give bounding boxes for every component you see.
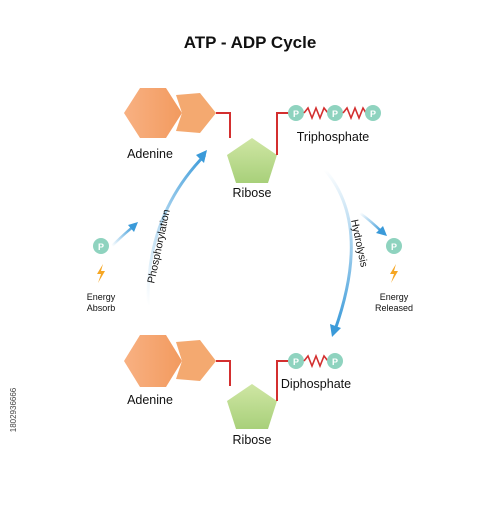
adp-bond-ribose-phosphate <box>276 360 289 401</box>
atp-phosphate-circle <box>288 105 304 121</box>
atp-phosphate-circle <box>327 105 343 121</box>
stock-image-id: 1802936666 <box>9 387 18 432</box>
phosphorylation-arrow <box>146 153 207 306</box>
atp-adenine-label: Adenine <box>127 147 173 161</box>
atp-adenine-hexagon <box>124 88 182 138</box>
adp-phosphate-label: P <box>293 357 299 367</box>
atp-phosphate-label: P <box>370 109 376 119</box>
atp-ribose-pentagon <box>227 138 277 183</box>
adp-adenine-hexagon <box>124 335 182 387</box>
adp-molecule: Adenine Ribose P P Diphosphate <box>124 335 351 447</box>
adp-phosphate-label: P <box>332 357 338 367</box>
atp-phosphate-label: P <box>332 109 338 119</box>
input-phosphate-label: P <box>98 242 104 252</box>
phosphate-output-arrow <box>359 212 383 233</box>
atp-phosphate-circle <box>365 105 381 121</box>
phosphate-input-arrow <box>111 225 135 247</box>
adp-ribose-label: Ribose <box>233 433 272 447</box>
lightning-icon <box>97 264 105 283</box>
phosphate-input-arrowhead <box>128 222 138 232</box>
input-phosphate-circle <box>93 238 109 254</box>
adp-diphosphate-label: Diphosphate <box>281 377 351 391</box>
atp-bond-ribose-phosphate <box>276 112 289 155</box>
atp-bond-adenine-ribose <box>216 112 231 138</box>
energy-absorb-line1: Energy <box>87 292 116 302</box>
phosphate-output-arrowhead <box>376 226 387 236</box>
adp-high-energy-bond <box>303 353 329 369</box>
atp-triphosphate-label: Triphosphate <box>297 130 370 144</box>
adp-adenine-label: Adenine <box>127 393 173 407</box>
hydrolysis-arrow <box>323 169 353 331</box>
hydrolysis-arrowhead <box>330 324 341 337</box>
page-title: ATP - ADP Cycle <box>184 33 317 52</box>
phosphorylation-process: Phosphorylation P Energy Absorb <box>87 150 207 313</box>
atp-high-energy-bond <box>303 105 329 121</box>
adp-adenine-pentagon <box>176 340 216 381</box>
atp-molecule: Adenine Ribose P P P Triphosphate <box>124 88 381 200</box>
atp-phosphate-label: P <box>293 109 299 119</box>
hydrolysis-process: Hydrolysis P Energy Released <box>323 169 413 337</box>
energy-released-line2: Released <box>375 303 413 313</box>
atp-high-energy-bond <box>342 105 367 121</box>
adp-ribose-pentagon <box>227 384 277 429</box>
output-phosphate-label: P <box>391 242 397 252</box>
phosphorylation-arrowhead <box>196 150 207 163</box>
energy-absorb-line2: Absorb <box>87 303 116 313</box>
adp-phosphate-circle <box>288 353 304 369</box>
phosphorylation-label: Phosphorylation <box>145 208 172 284</box>
atp-ribose-label: Ribose <box>233 186 272 200</box>
adp-bond-adenine-ribose <box>216 360 231 386</box>
lightning-icon <box>390 264 398 283</box>
output-phosphate-circle <box>386 238 402 254</box>
energy-released-line1: Energy <box>380 292 409 302</box>
atp-adenine-pentagon <box>176 93 216 133</box>
adp-phosphate-circle <box>327 353 343 369</box>
